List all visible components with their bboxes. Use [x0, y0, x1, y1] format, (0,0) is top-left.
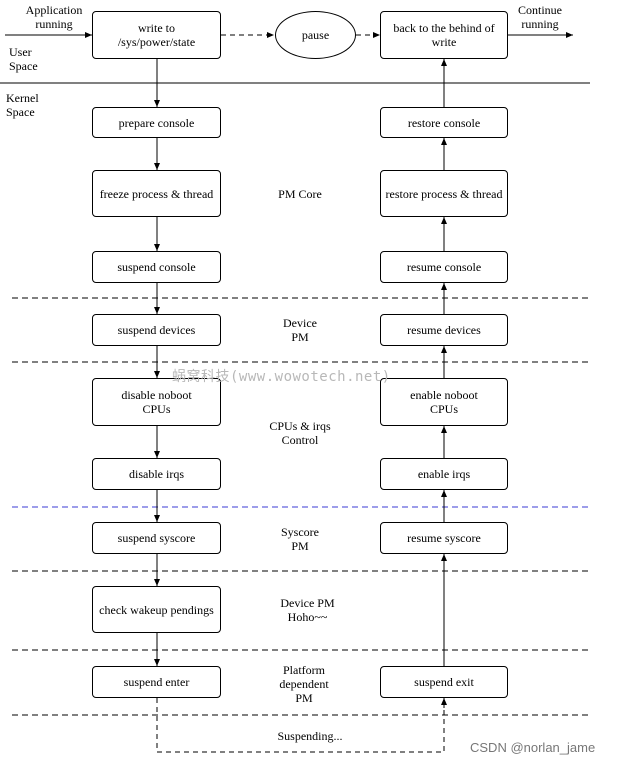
suspend-devices-box: suspend devices: [92, 314, 221, 346]
csdn-watermark: CSDN @norlan_jame: [470, 740, 596, 755]
resume-console-box: resume console: [380, 251, 508, 283]
pause-node: pause: [275, 11, 356, 59]
app-running-label: Application running: [25, 3, 83, 31]
disable-irqs-box: disable irqs: [92, 458, 221, 490]
enable-noboot-cpus-box: enable noboot CPUs: [380, 378, 508, 426]
suspend-console-box: suspend console: [92, 251, 221, 283]
cpus-irqs-control-label: CPUs & irqs Control: [269, 419, 331, 447]
continue-running-label: Continue running: [518, 3, 562, 31]
wowotech-watermark: 蜗窝科技(www.wowotech.net): [172, 369, 391, 385]
suspend-exit-box: suspend exit: [380, 666, 508, 698]
enable-irqs-box: enable irqs: [380, 458, 508, 490]
check-wakeup-pendings-box: check wakeup pendings: [92, 586, 221, 633]
resume-syscore-box: resume syscore: [380, 522, 508, 554]
suspending-loop: [156, 698, 445, 753]
suspending-label: Suspending...: [277, 729, 343, 743]
restore-process-box: restore process & thread: [380, 170, 508, 217]
suspend-syscore-box: suspend syscore: [92, 522, 221, 554]
syscore-pm-label: Syscore PM: [281, 525, 319, 553]
suspend-enter-box: suspend enter: [92, 666, 221, 698]
restore-console-box: restore console: [380, 107, 508, 138]
freeze-process-box: freeze process & thread: [92, 170, 221, 217]
back-to-write-box: back to the behind of write: [380, 11, 508, 59]
platform-dependent-pm-label: Platform dependent PM: [279, 663, 329, 705]
device-pm-hoho-label: Device PM Hoho~~: [280, 596, 335, 624]
user-space-label: User Space: [9, 45, 38, 73]
write-power-state-box: write to /sys/power/state: [92, 11, 221, 59]
disable-noboot-cpus-box: disable noboot CPUs: [92, 378, 221, 426]
pm-core-label: PM Core: [278, 187, 322, 201]
prepare-console-box: prepare console: [92, 107, 221, 138]
device-pm-label: Device PM: [283, 316, 317, 344]
resume-devices-box: resume devices: [380, 314, 508, 346]
kernel-space-label: Kernel Space: [6, 91, 39, 119]
